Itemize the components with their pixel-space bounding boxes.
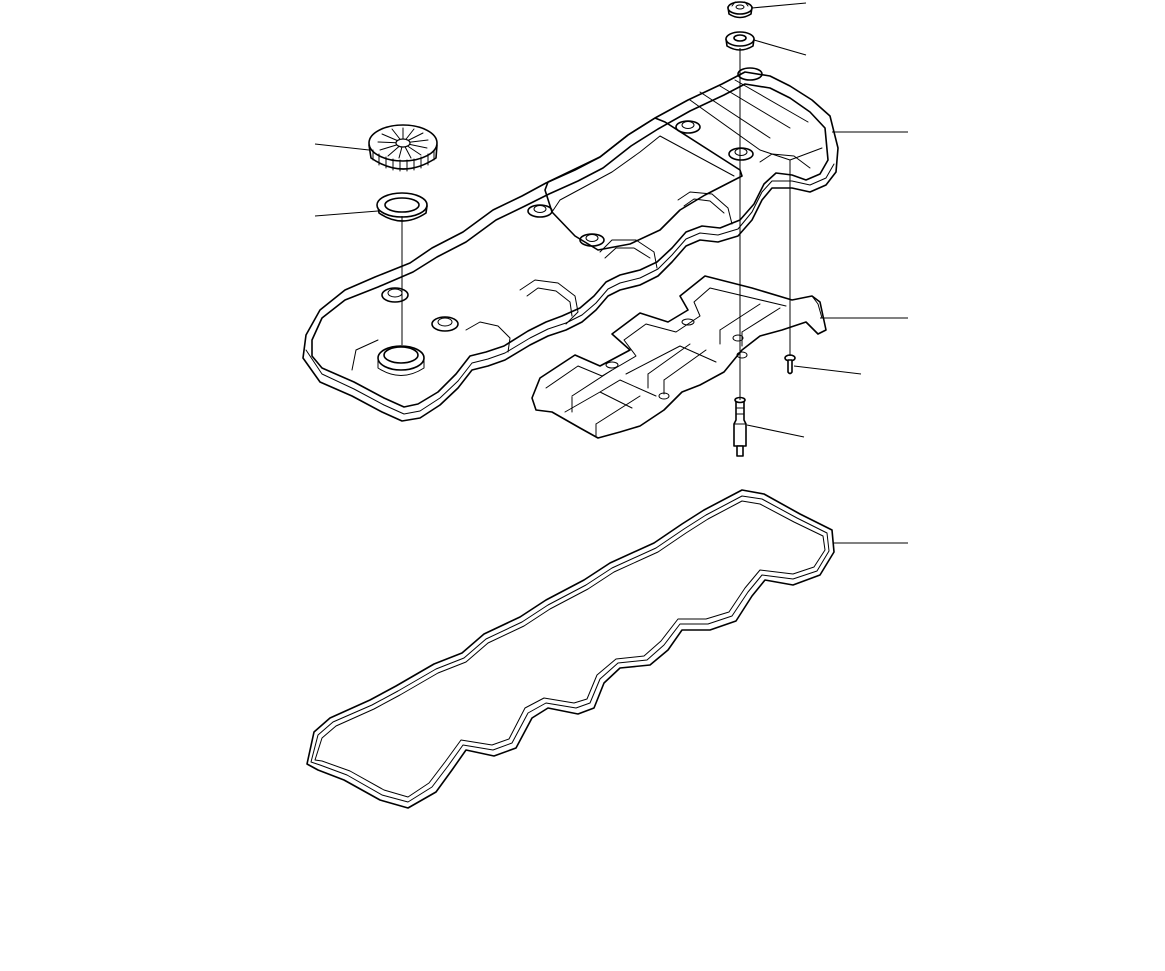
isolator-grommet [725, 31, 755, 51]
valve-cover-gasket [306, 489, 835, 809]
flange-nut [727, 1, 753, 19]
leader-filler-cap-seal [314, 210, 379, 217]
valve-cover [302, 67, 839, 422]
oil-filler-cap [368, 124, 438, 172]
leader-oil-filler-cap [314, 143, 370, 151]
callout-leaders [314, 2, 908, 544]
leader-flange-nut [751, 2, 807, 9]
baffle-screw [784, 354, 796, 375]
leader-baffle-screw [793, 365, 862, 375]
filler-cap-seal [376, 192, 428, 222]
leader-mounting-stud [746, 424, 805, 438]
leader-isolator-grommet [753, 39, 807, 56]
baffle-plate [531, 275, 827, 439]
assembly-axes [401, 48, 791, 400]
mounting-stud [733, 396, 747, 457]
